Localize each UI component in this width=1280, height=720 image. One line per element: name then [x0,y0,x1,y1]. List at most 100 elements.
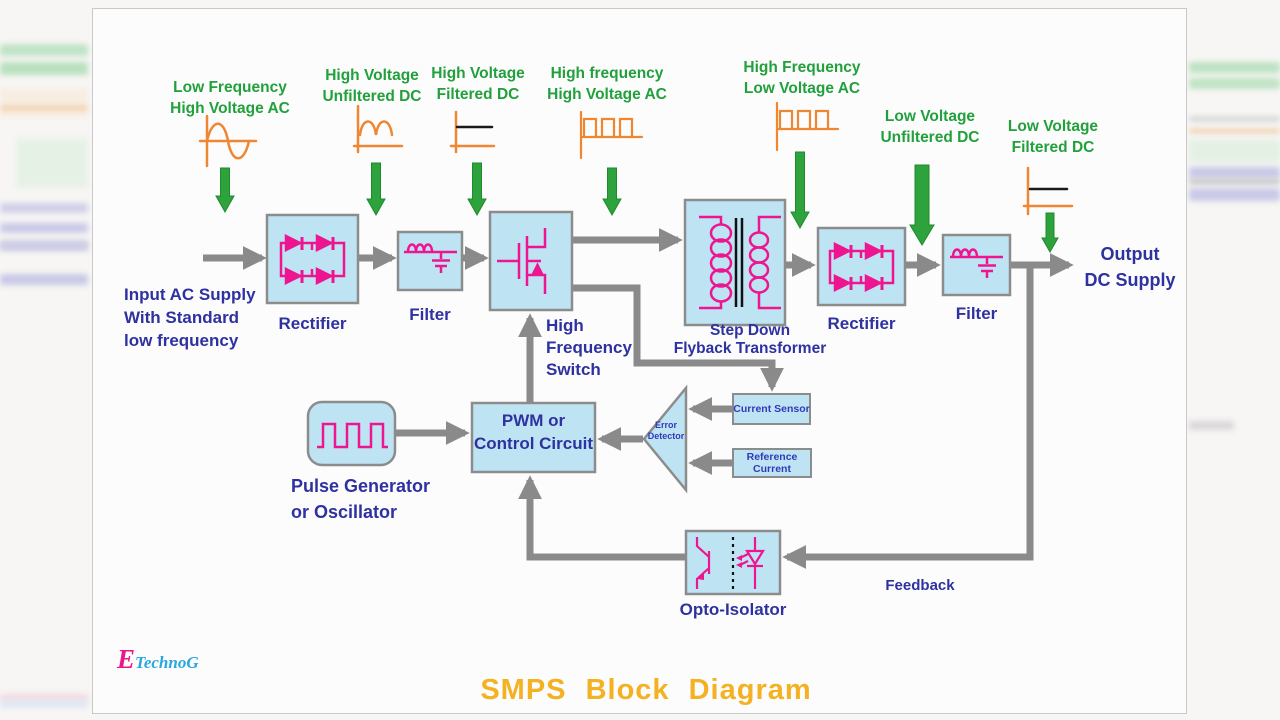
pulse-generator-label: Pulse Generator or Oscillator [291,473,430,525]
feedback-label: Feedback [885,577,955,594]
background-stripe [0,203,88,213]
signal-label-line: Low Voltage AC [743,80,861,97]
output-label-line: DC Supply [1084,270,1176,290]
waveform-icons [198,101,1074,216]
opto-isolator-label: Opto-Isolator [679,600,787,619]
background-stripe [0,694,88,701]
background-stripe [1189,140,1280,162]
reference-current-block [732,448,812,478]
signal-label-high-voltage-unfiltered-dc: High Voltage Unfiltered DC [297,65,447,107]
mosfet-icon [497,228,547,294]
signal-label-line: Low Voltage [884,108,976,125]
output-supply-label: Output DC Supply [1070,241,1190,293]
error-label-line: Detector [647,431,685,441]
signal-label-line: High Frequency [743,59,861,76]
pwm-label-line: PWM or [501,411,566,430]
signal-label-line: High Voltage [431,65,525,82]
rectifier1-label: Rectifier [278,314,347,333]
background-stripe [1189,179,1280,184]
signal-label-line: High Voltage AC [547,86,667,103]
pwm-block [470,401,597,474]
dc-level-wave-icon [1022,166,1074,216]
background-stripe [0,274,88,285]
square-wave-icon [317,422,388,449]
background-stripe [0,62,88,75]
pulsegen-label-line: Pulse Generator [291,476,431,496]
background-stripe [0,701,88,707]
signal-label-high-voltage-filtered-dc: High Voltage Filtered DC [403,63,553,105]
green-arrow-icon [215,167,235,214]
input-label-line: Input AC Supply [124,285,256,304]
background-stripe [1189,167,1280,178]
pulse-generator-block [306,400,397,467]
reference-label-line: Current [753,463,791,475]
input-supply-label: Input AC Supply With Standard low freque… [124,283,256,352]
signal-label-line: Filtered DC [436,86,520,103]
pulse-wave-icon [775,101,840,152]
background-stripe [0,88,88,118]
dc-level-wave-icon [449,110,496,154]
bridge-rectifier-icon [828,241,895,293]
logo-name: TechnoG [135,653,199,672]
opto-isolator-icon [695,537,765,589]
signal-label-low-voltage-unfiltered-dc: Low Voltage Unfiltered DC [855,106,1005,148]
green-arrow-icon [790,151,810,230]
signal-label-line: High Voltage AC [170,100,290,117]
current-sensor-label: Current Sensor [733,403,810,415]
background-stripe [1189,78,1280,89]
error-label-line: Error [654,420,677,430]
background-stripe [1189,117,1280,121]
lc-filter-icon [404,243,457,273]
transformer-icon [699,215,781,310]
switch-label-line: Frequency [546,338,632,357]
connector-junction [1026,261,1034,269]
transformer-label: Step Down Flyback Transformer [655,322,845,358]
reference-label-line: Reference [746,451,798,463]
signal-label-line: High frequency [550,65,664,82]
green-arrow-icon [1041,212,1059,254]
signal-label-line: Low Voltage [1007,118,1099,135]
diagram-blocks [265,198,1012,596]
pwm-label: PWM or Control Circuit [472,409,595,455]
sine-wave-icon [198,114,258,168]
background-stripe [1189,421,1234,430]
filter2-label: Filter [955,304,998,323]
connector-switch-to-current-sensor [572,284,784,392]
logo-initial: E [117,644,136,674]
connector-feedback-to-opto [782,265,1034,569]
filter1-block [396,230,464,292]
bridge-rectifier-icon [279,233,346,286]
etechnog-logo: ETechnoG [117,644,199,675]
signal-label-high-freq-high-voltage-ac: High frequency High Voltage AC [532,63,682,105]
background-stripe [0,242,88,251]
background-stripe [1189,62,1280,73]
pulsegen-label-line: or Oscillator [291,502,398,522]
opto-isolator-block [684,529,782,596]
green-arrow-icon [467,162,487,217]
switch-label-line: Switch [546,360,601,379]
signal-label-line: Unfiltered DC [880,129,980,146]
filter1-label: Filter [409,305,451,324]
green-signal-arrows [215,151,1059,254]
error-detector-triangle [642,384,688,494]
signal-label-line: Low Frequency [173,79,287,96]
green-arrow-icon [366,162,386,217]
rectified-wave-icon [352,104,404,154]
green-arrow-icon [909,164,935,246]
signal-label-line: Unfiltered DC [322,88,422,105]
reference-current-label: Reference Current [733,451,811,475]
background-stripe [0,44,88,56]
input-label-line: low frequency [124,331,239,350]
connector-lines [203,228,1074,569]
background-stripe [1189,129,1280,133]
background-stripe [0,106,88,110]
signal-label-line: Filtered DC [1011,139,1095,156]
filter2-block [941,233,1012,297]
signal-label-line: High Voltage [325,67,419,84]
signal-label-low-voltage-filtered-dc: Low Voltage Filtered DC [978,116,1128,158]
background-stripe [16,138,88,188]
input-label-line: With Standard [124,308,240,327]
rectifier2-label: Rectifier [827,314,896,333]
